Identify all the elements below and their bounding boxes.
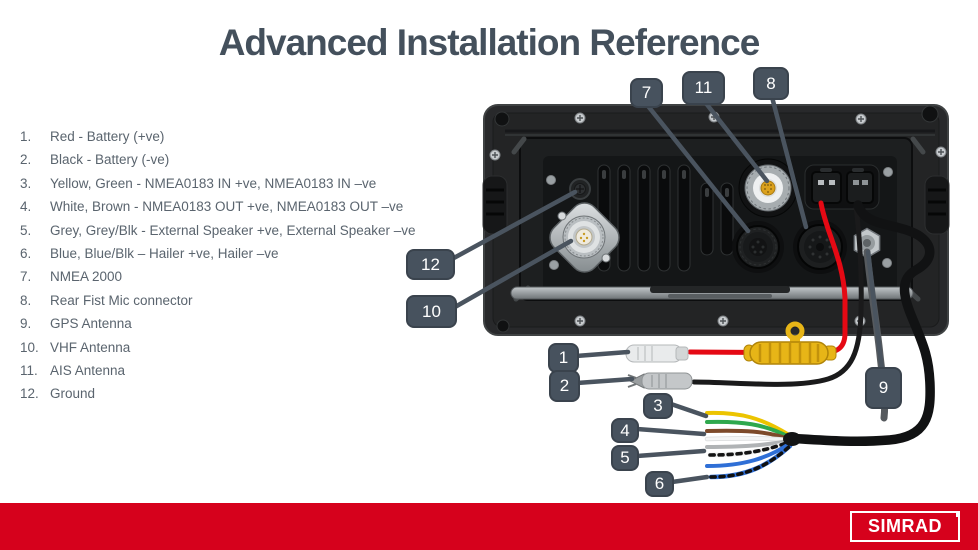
legend-label: Ground <box>50 386 96 402</box>
callout-9: 9 <box>865 367 902 409</box>
battery-negative-terminal <box>627 372 693 390</box>
brand-footer-bar: SIMRAD <box>0 503 978 550</box>
fuse-holder <box>743 321 837 365</box>
ground-screw <box>569 178 591 200</box>
legend-label: NMEA 2000 <box>50 269 123 285</box>
battery-positive-terminal <box>625 344 689 363</box>
legend-num: 10. <box>20 339 39 355</box>
legend-num: 2. <box>20 152 32 168</box>
legend-item: 5. Grey, Grey/Blk - External Speaker +ve,… <box>20 219 470 242</box>
mount-knob-right <box>924 175 950 235</box>
wiring-legend: 1. Red - Battery (+ve) 2. Black - Battery … <box>20 125 470 406</box>
callout-6: 6 <box>645 471 674 497</box>
accessory-cable-loop <box>781 200 935 447</box>
simrad-logo: SIMRAD <box>850 511 960 542</box>
legend-item: 1. Red - Battery (+ve) <box>20 125 470 148</box>
wire-harness-fan <box>704 410 801 480</box>
bottom-rail <box>510 286 914 300</box>
mount-knob-left <box>482 175 508 235</box>
legend-item: 11. AIS Antenna <box>20 359 470 382</box>
legend-num: 3. <box>20 175 32 191</box>
legend-label: Black - Battery (-ve) <box>50 152 170 168</box>
battery-negative-wire <box>691 203 864 387</box>
legend-item: 8. Rear Fist Mic connector <box>20 289 470 312</box>
legend-label: Blue, Blue/Blk – Hailer +ve, Hailer –ve <box>50 246 279 262</box>
legend-num: 1. <box>20 129 32 144</box>
page-title: Advanced Installation Reference <box>218 22 761 63</box>
legend-label: GPS Antenna <box>50 316 132 332</box>
legend-num: 11. <box>20 363 38 379</box>
legend-num: 9. <box>20 316 32 332</box>
callout-2: 2 <box>549 370 580 402</box>
callout-10: 10 <box>406 295 457 328</box>
legend-num: 6. <box>20 246 32 262</box>
legend-label: Yellow, Green - NMEA0183 IN +ve, NMEA018… <box>50 175 377 191</box>
callout-3: 3 <box>643 393 673 419</box>
legend-item: 12. Ground <box>20 382 470 405</box>
legend-item: 10. VHF Antenna <box>20 336 470 359</box>
legend-label: VHF Antenna <box>50 339 131 355</box>
callout-leader-lines <box>449 94 885 485</box>
legend-label: Rear Fist Mic connector <box>50 292 193 308</box>
nmea2000-connector <box>732 221 784 273</box>
legend-label: Grey, Grey/Blk - External Speaker +ve, E… <box>50 222 416 238</box>
legend-label: AIS Antenna <box>50 363 126 379</box>
callout-8: 8 <box>753 67 789 100</box>
legend-num: 7. <box>20 269 32 285</box>
legend-item: 9. GPS Antenna <box>20 312 470 335</box>
legend-item: 6. Blue, Blue/Blk – Hailer +ve, Hailer –v… <box>20 242 470 265</box>
legend-item: 7. NMEA 2000 <box>20 265 470 288</box>
legend-num: 5. <box>20 222 32 238</box>
callout-11: 11 <box>682 71 725 105</box>
legend-label: Red - Battery (+ve) <box>50 129 165 144</box>
legend-num: 12. <box>20 386 39 402</box>
legend-item: 4. White, Brown - NMEA0183 OUT +ve, NMEA0… <box>20 195 470 218</box>
chassis-screws <box>489 111 947 327</box>
radio-rear-chassis <box>482 104 950 336</box>
callout-5: 5 <box>611 445 639 471</box>
legend-num: 8. <box>20 292 32 308</box>
callout-7: 7 <box>630 78 663 108</box>
legend-num: 4. <box>20 199 32 215</box>
callout-4: 4 <box>611 418 639 443</box>
ais-antenna-connector <box>738 158 798 218</box>
power-connector-block <box>804 164 880 210</box>
legend-item: 2. Black - Battery (-ve) <box>20 148 470 171</box>
fist-mic-connector <box>793 220 847 274</box>
legend-label: White, Brown - NMEA0183 OUT +ve, NMEA018… <box>50 199 404 215</box>
vhf-antenna-connector <box>549 202 620 273</box>
legend-item: 3. Yellow, Green - NMEA0183 IN +ve, NMEA0… <box>20 172 470 195</box>
callout-12: 12 <box>406 249 455 280</box>
callout-1: 1 <box>548 343 579 373</box>
